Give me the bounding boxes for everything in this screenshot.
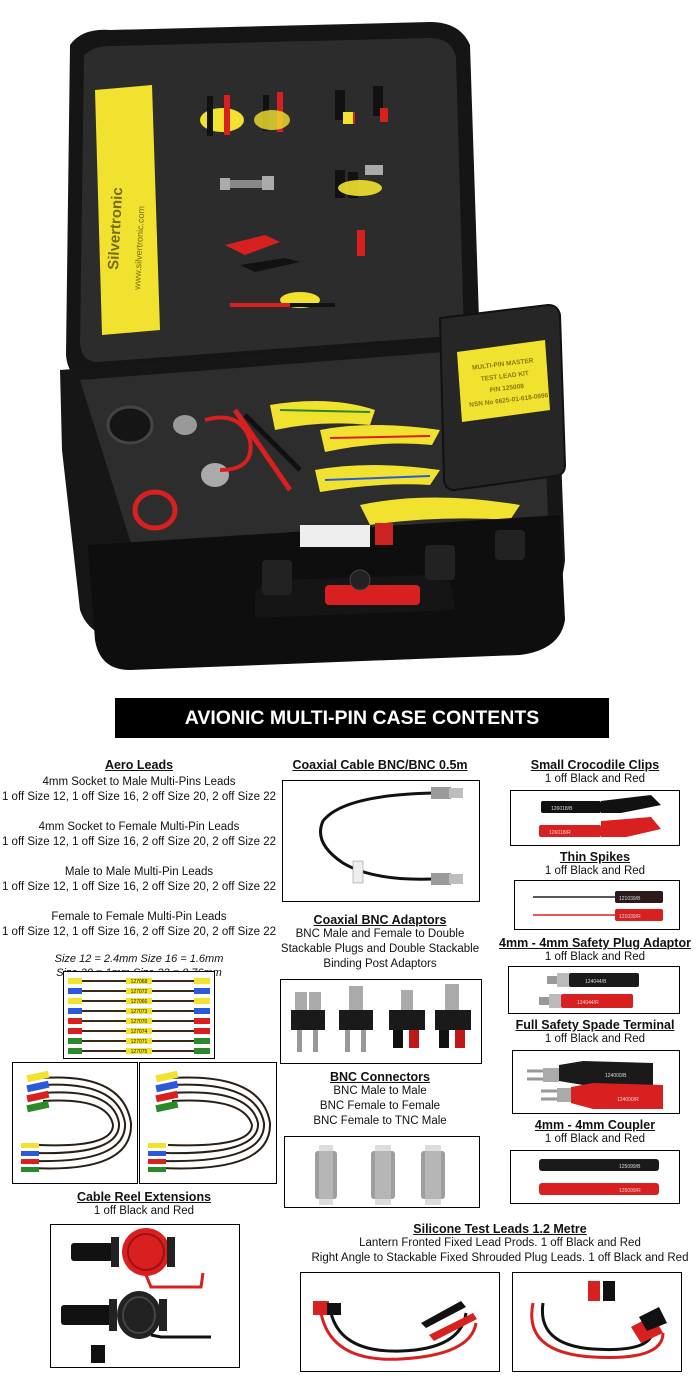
- croc-tag-black: 126018/B: [551, 806, 573, 812]
- bnc-connectors-image: [284, 1136, 480, 1208]
- thin-spikes-heading-wrap: Thin Spikes 1 off Black and Red: [490, 850, 700, 879]
- aero-leads-straight-image: 127068 127072 127066 127073 127070 12707…: [63, 971, 215, 1059]
- lid-label-line-3: P/N 125008: [489, 383, 524, 394]
- aero-lead-tag: 127070: [131, 1019, 148, 1025]
- aero-group-2-detail: 1 off Size 12, 1 off Size 16, 2 off Size…: [1, 836, 277, 848]
- silicone-leads-image-2: [512, 1272, 682, 1372]
- case-label-plate: [300, 525, 370, 547]
- aero-group-3-name: Male to Male Multi-Pin Leads: [64, 866, 214, 878]
- aero-group-2-name: 4mm Socket to Female Multi-Pin Leads: [38, 821, 240, 833]
- spade-terminal-detail: 1 off Black and Red: [544, 1033, 646, 1045]
- spade-terminal-heading: Full Safety Spade Terminal: [515, 1018, 675, 1032]
- aero-lead-tag: 127072: [131, 989, 148, 995]
- safety-plug-heading: 4mm - 4mm Safety Plug Adaptor: [499, 936, 691, 950]
- safety-plug-image: 124044/B 124044/R: [508, 966, 680, 1014]
- coax-adaptors-line-1: BNC Male and Female to Double: [295, 928, 465, 940]
- croc-tag-red: 126018/R: [549, 830, 571, 836]
- spade-terminal-heading-wrap: Full Safety Spade Terminal 1 off Black a…: [490, 1018, 700, 1047]
- left-latch: [262, 560, 292, 595]
- spike-tag-red: 121039/R: [619, 914, 641, 920]
- safety-plug-tag-black: 124044/B: [585, 979, 607, 985]
- cable-reel-detail: 1 off Black and Red: [93, 1205, 195, 1217]
- case-handle: [255, 575, 455, 618]
- logo-brand: Silvertronic: [105, 187, 126, 270]
- right-latch: [425, 545, 455, 580]
- aero-leads-curled-image-1: [12, 1062, 138, 1184]
- coupler-image: 125099/B 125099/R: [510, 1150, 680, 1204]
- aero-group-3-detail: 1 off Size 12, 1 off Size 16, 2 off Size…: [1, 881, 277, 893]
- case-photo: Silvertronic www.silvertronic.com: [60, 22, 567, 670]
- silicone-leads-line-2: Right Angle to Stackable Fixed Shrouded …: [311, 1252, 689, 1264]
- coax-adaptors-heading: Coaxial BNC Adaptors: [313, 913, 447, 927]
- aero-sizes-line-1: Size 12 = 2.4mm Size 16 = 1.6mm: [54, 953, 224, 965]
- bnc-line-2: BNC Female to Female: [319, 1100, 441, 1112]
- bnc-connectors-section: BNC Connectors BNC Male to Male BNC Fema…: [280, 1070, 480, 1129]
- aero-group-4-name: Female to Female Multi-Pin Leads: [51, 911, 227, 923]
- coax-cable-heading: Coaxial Cable BNC/BNC 0.5m: [292, 758, 468, 772]
- coupler-tag-red: 125099/R: [619, 1188, 641, 1194]
- aero-lead-tag: 127075: [131, 1049, 148, 1055]
- aero-group-4-detail: 1 off Size 12, 1 off Size 16, 2 off Size…: [1, 926, 277, 938]
- spade-terminal-image: 124000/B 124000/R: [512, 1050, 680, 1114]
- bnc-connectors-heading: BNC Connectors: [329, 1070, 430, 1084]
- aero-lead-tag: 127073: [131, 1009, 148, 1015]
- croc-clips-heading: Small Crocodile Clips: [530, 758, 660, 772]
- silicone-leads-heading: Silicone Test Leads 1.2 Metre: [413, 1222, 587, 1236]
- silicone-leads-line-1: Lantern Fronted Fixed Lead Prods. 1 off …: [359, 1237, 641, 1249]
- silvertronic-logo-plate: Silvertronic www.silvertronic.com: [95, 85, 160, 335]
- cable-reel-image: [50, 1224, 240, 1368]
- side-latch: [495, 530, 525, 560]
- coupler-detail: 1 off Black and Red: [544, 1133, 646, 1145]
- pressure-valve: [349, 569, 371, 591]
- croc-clips-image: 126018/B 126018/R: [510, 790, 680, 846]
- case-label-red: [375, 523, 393, 545]
- spade-tag-black: 124000/B: [605, 1073, 627, 1079]
- coupler-heading-wrap: 4mm - 4mm Coupler 1 off Black and Red: [490, 1118, 700, 1147]
- aero-leads-section: Aero Leads 4mm Socket to Male Multi-Pins…: [0, 758, 278, 980]
- silicone-leads-section: Silicone Test Leads 1.2 Metre Lantern Fr…: [300, 1222, 700, 1266]
- safety-plug-heading-wrap: 4mm - 4mm Safety Plug Adaptor 1 off Blac…: [490, 936, 700, 965]
- coax-cable-heading-wrap: Coaxial Cable BNC/BNC 0.5m: [280, 758, 480, 772]
- croc-clips-heading-wrap: Small Crocodile Clips 1 off Black and Re…: [490, 758, 700, 787]
- logo-url: www.silvertronic.com: [132, 206, 146, 291]
- aero-lead-tag: 127068: [131, 979, 148, 985]
- aero-group-1-detail: 1 off Size 12, 1 off Size 16, 2 off Size…: [1, 791, 277, 803]
- cable-reel-section: Cable Reel Extensions 1 off Black and Re…: [0, 1190, 288, 1219]
- aero-lead-tag: 127074: [131, 1029, 148, 1035]
- coupler-heading: 4mm - 4mm Coupler: [534, 1118, 656, 1132]
- coupler-tag-black: 125099/B: [619, 1164, 641, 1170]
- bnc-line-3: BNC Female to TNC Male: [313, 1115, 447, 1127]
- lid-insert-panel: MULTI-PIN MASTER TEST LEAD KIT P/N 12500…: [438, 303, 567, 492]
- safety-plug-tag-red: 124044/R: [577, 1000, 599, 1006]
- bnc-line-1: BNC Male to Male: [333, 1085, 427, 1097]
- coax-adaptors-line-3: Binding Post Adaptors: [323, 958, 437, 970]
- thin-spikes-image: 121039/B 121039/R: [514, 880, 680, 930]
- silicone-leads-image-1: [300, 1272, 500, 1372]
- cable-reel-heading: Cable Reel Extensions: [76, 1190, 212, 1204]
- coax-adaptors-image: [280, 979, 482, 1064]
- thin-spikes-heading: Thin Spikes: [559, 850, 631, 864]
- spike-tag-black: 121039/B: [619, 896, 641, 902]
- aero-group-1-name: 4mm Socket to Male Multi-Pins Leads: [42, 776, 236, 788]
- lid-foam: [80, 38, 464, 362]
- lid-accessories: [200, 86, 388, 308]
- aero-lead-tag: 127066: [131, 999, 148, 1005]
- safety-plug-detail: 1 off Black and Red: [544, 951, 646, 963]
- aero-leads-curled-image-2: [139, 1062, 277, 1184]
- coax-adaptors-line-2: Stackable Plugs and Double Stackable: [280, 943, 480, 955]
- page-title: AVIONIC MULTI-PIN CASE CONTENTS: [115, 698, 609, 738]
- base-contents: [106, 401, 520, 531]
- aero-leads-heading: Aero Leads: [104, 758, 174, 772]
- thin-spikes-detail: 1 off Black and Red: [544, 865, 646, 877]
- aero-lead-tag: 127071: [131, 1039, 148, 1045]
- coax-adaptors-section: Coaxial BNC Adaptors BNC Male and Female…: [280, 913, 480, 972]
- spade-tag-red: 124000/R: [617, 1097, 639, 1103]
- croc-clips-detail: 1 off Black and Red: [544, 773, 646, 785]
- coax-cable-image: [282, 780, 480, 902]
